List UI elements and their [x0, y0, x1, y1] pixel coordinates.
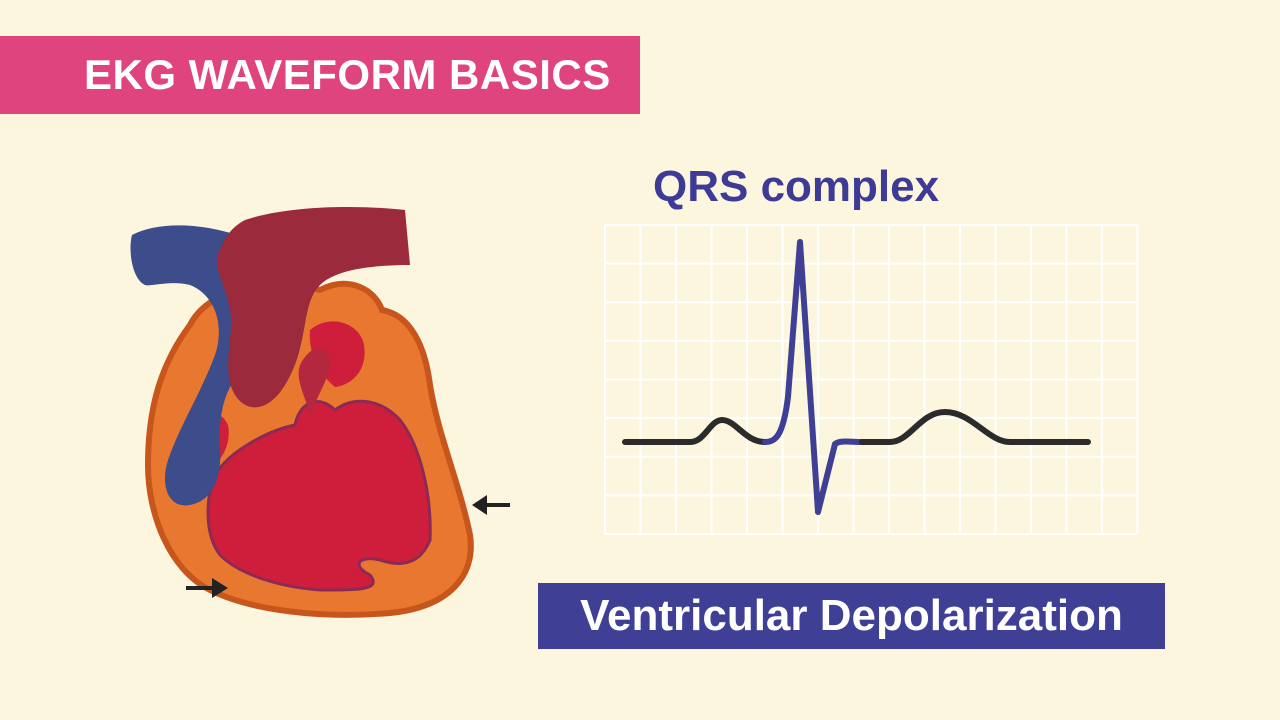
title-banner: EKG WAVEFORM BASICS: [0, 36, 640, 114]
ekg-baseline: [622, 417, 768, 445]
caption-text: Ventricular Depolarization: [580, 591, 1123, 640]
page-title: EKG WAVEFORM BASICS: [84, 51, 611, 98]
aorta: [216, 207, 410, 408]
ekg-graph: [604, 224, 1139, 535]
qrs-wave: [762, 239, 865, 515]
t-wave: [859, 409, 1091, 445]
heart-illustration: [130, 207, 510, 618]
pulmonary-valve: [298, 348, 331, 415]
waveform-label: QRS complex: [653, 162, 940, 211]
arrow-left-icon: [472, 495, 510, 515]
caption-box: Ventricular Depolarization: [538, 583, 1165, 649]
ekg-grid: [604, 224, 1139, 535]
arrow-right-icon: [186, 578, 228, 598]
